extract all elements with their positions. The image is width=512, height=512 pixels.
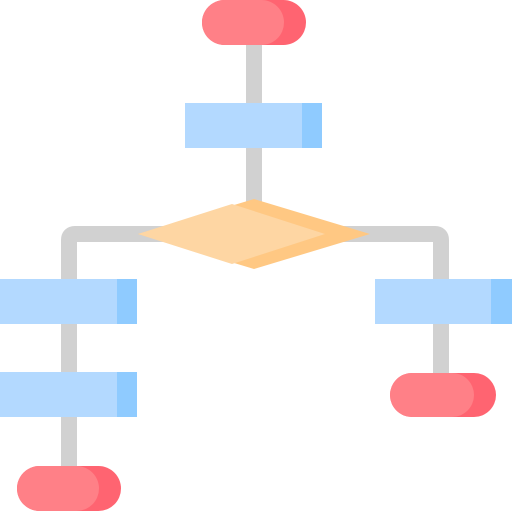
start-terminator xyxy=(202,0,306,45)
connector-right-branch xyxy=(323,226,449,380)
decision-diamond xyxy=(138,199,370,269)
process-box-right xyxy=(375,279,512,324)
connector-start-to-process xyxy=(246,40,262,110)
connector-process-to-decision xyxy=(246,145,262,207)
connector-lines xyxy=(61,40,449,475)
process-box-right-shade xyxy=(491,279,512,324)
process-box-left-2 xyxy=(0,372,137,417)
start-terminator-body xyxy=(202,0,284,45)
end-terminator-left xyxy=(17,466,121,511)
process-box-left-1-body xyxy=(0,279,118,324)
decision-diamond-body xyxy=(138,204,325,264)
process-box-left-2-shade xyxy=(117,372,137,417)
process-box-left-1 xyxy=(0,279,137,324)
end-terminator-right-body xyxy=(390,373,474,417)
process-box-right-body xyxy=(375,279,493,324)
process-box-top xyxy=(185,103,322,148)
connector-left-branch xyxy=(61,226,185,475)
process-box-top-shade xyxy=(302,103,322,148)
process-box-left-1-shade xyxy=(117,279,137,324)
process-box-top-body xyxy=(185,103,303,148)
process-box-left-2-body xyxy=(0,372,118,417)
end-terminator-right xyxy=(390,373,496,417)
end-terminator-left-body xyxy=(17,466,99,511)
